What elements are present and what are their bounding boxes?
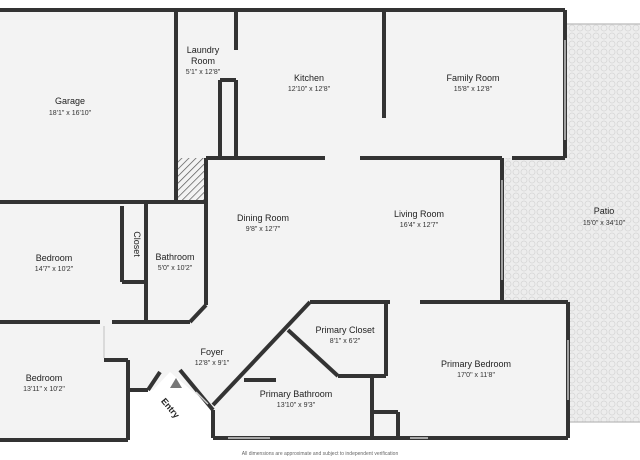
primary-bedroom-name: Primary Bedroom [441, 359, 511, 369]
family-room-dim: 15'8" x 12'8" [454, 86, 493, 93]
floor-areas [0, 10, 640, 440]
entry-arrow-icon [170, 378, 182, 388]
primary-closet-name: Primary Closet [315, 325, 375, 335]
bedroom1-name: Bedroom [36, 253, 73, 263]
house-floor [0, 10, 568, 440]
living-room-name: Living Room [394, 209, 444, 219]
patio-outline [565, 23, 640, 423]
entry-label: Entry [159, 396, 181, 420]
laundry-name-line2: Room [191, 56, 215, 66]
disclaimer-text: All dimensions are approximate and subje… [241, 451, 399, 457]
family-room-name: Family Room [446, 73, 499, 83]
laundry-name-line1: Laundry [187, 45, 220, 55]
garage-dim: 18'1" x 16'10" [49, 110, 92, 117]
garage-name: Garage [55, 96, 85, 106]
foyer-dim: 12'8" x 9'1" [195, 360, 230, 367]
primary-bathroom-name: Primary Bathroom [260, 389, 333, 399]
stair-hatch [176, 158, 206, 202]
dining-room-dim: 9'8" x 12'7" [246, 226, 281, 233]
bedroom2-dim: 13'11" x 10'2" [23, 386, 65, 393]
walls [0, 8, 570, 442]
patio-dim: 15'0" x 34'10" [583, 220, 626, 227]
living-room-dim: 16'4" x 12'7" [400, 222, 439, 229]
primary-bedroom-dim: 17'0" x 11'8" [457, 372, 495, 379]
patio-name: Patio [594, 206, 615, 216]
patio-floor [502, 24, 640, 422]
kitchen-name: Kitchen [294, 73, 324, 83]
bathroom-name: Bathroom [155, 252, 194, 262]
primary-closet-dim: 8'1" x 6'2" [330, 338, 361, 345]
primary-bathroom-dim: 13'10" x 9'3" [277, 402, 316, 409]
closet-name: Closet [132, 231, 142, 257]
kitchen-dim: 12'10" x 12'8" [288, 86, 331, 93]
bathroom-dim: 5'0" x 10'2" [158, 265, 193, 272]
foyer-name: Foyer [200, 347, 223, 357]
room-labels: Garage 18'1" x 16'10" Laundry Room 5'1" … [23, 45, 626, 420]
bedroom1-dim: 14'7" x 10'2" [35, 266, 74, 273]
bedroom2-name: Bedroom [26, 373, 63, 383]
dining-room-name: Dining Room [237, 213, 289, 223]
laundry-dim: 5'1" x 12'8" [186, 69, 221, 76]
windows [103, 40, 569, 439]
